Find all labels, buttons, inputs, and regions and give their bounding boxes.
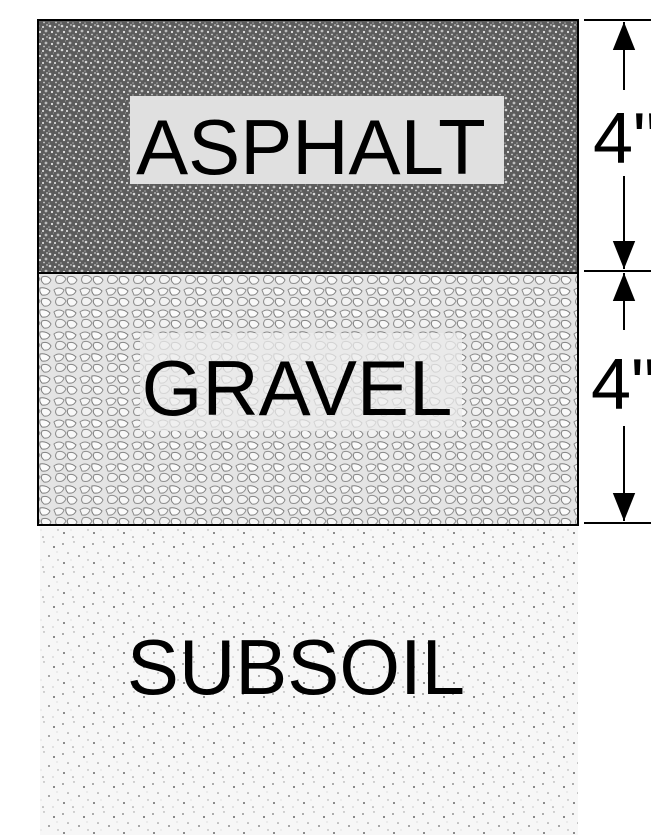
asphalt-thickness-dimension: 4" — [584, 19, 651, 272]
subsoil-layer: SUBSOIL — [40, 527, 578, 835]
gravel-label-backdrop — [140, 333, 462, 431]
subsoil-label: SUBSOIL — [127, 623, 465, 711]
gravel-layer: GRAVEL — [37, 272, 579, 526]
asphalt-label: ASPHALT — [136, 103, 486, 191]
gravel-thickness-label: 4" — [591, 345, 651, 425]
asphalt-thickness-label: 4" — [593, 99, 651, 179]
subsoil-fill — [40, 527, 578, 835]
asphalt-label-backdrop — [130, 96, 504, 184]
gravel-label: GRAVEL — [142, 344, 453, 432]
asphalt-layer: ASPHALT — [37, 19, 579, 274]
gravel-thickness-dimension: 4" — [584, 273, 651, 524]
